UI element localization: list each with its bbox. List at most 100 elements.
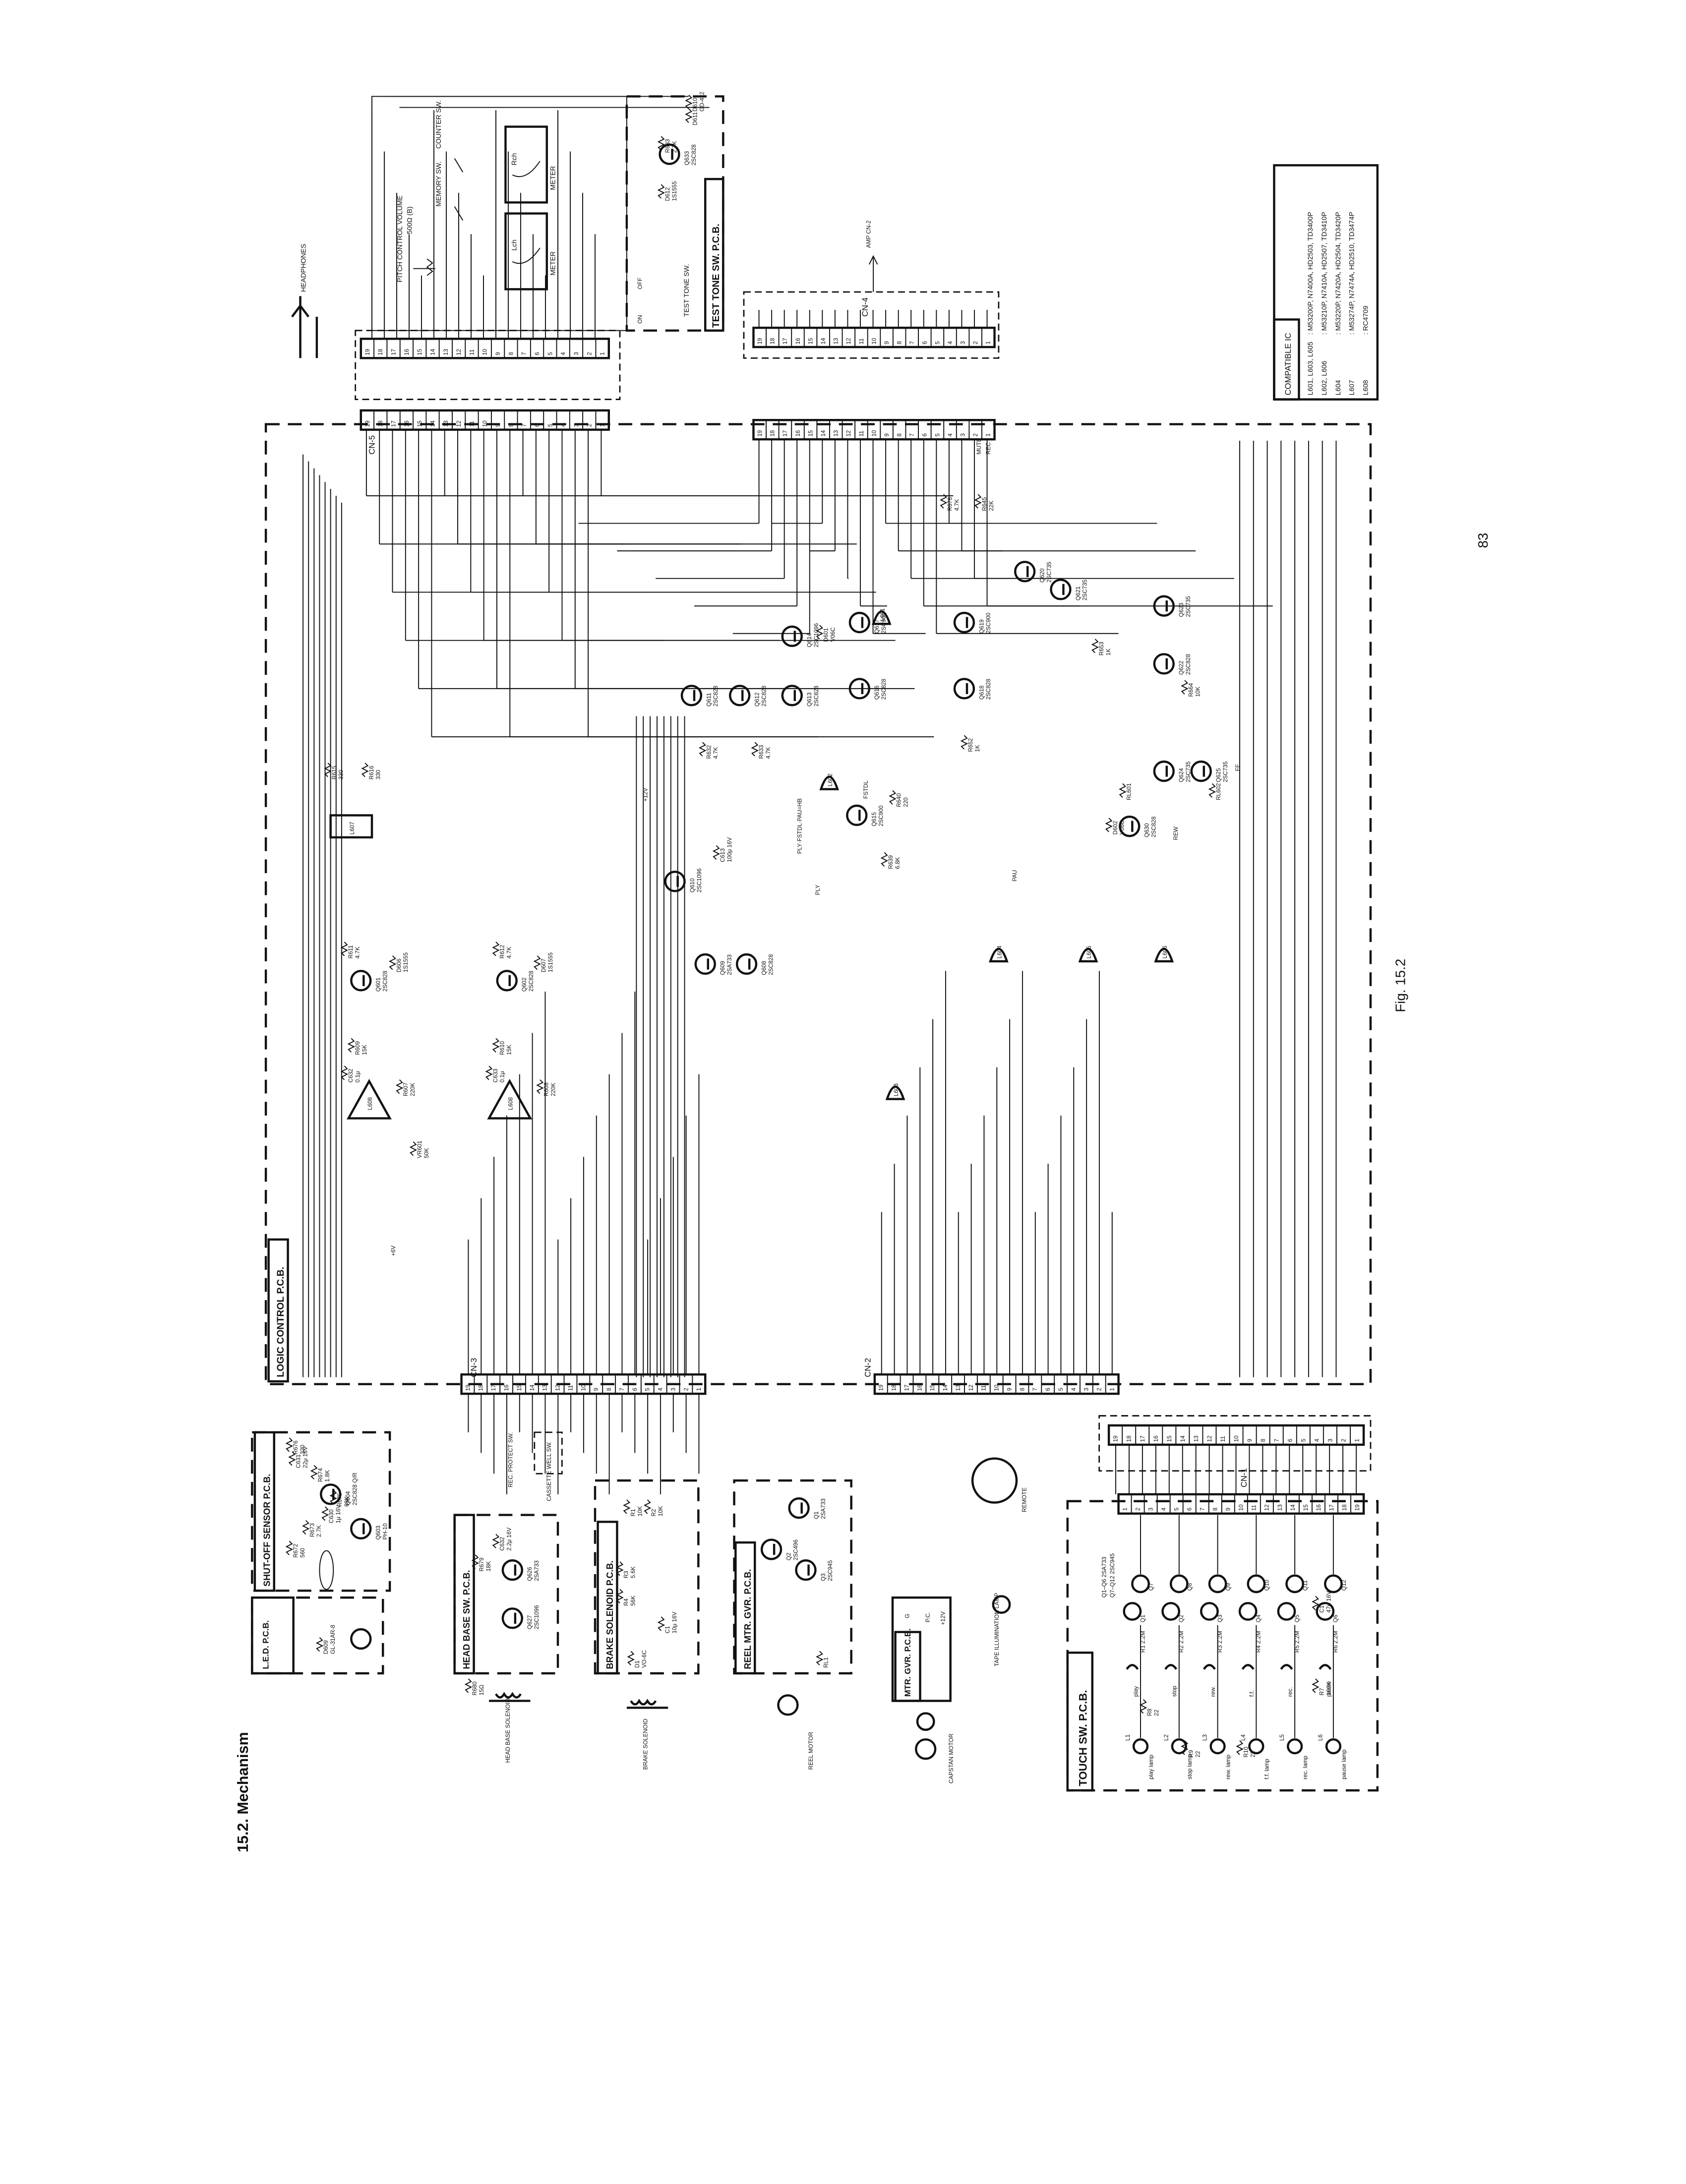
resistor-icon	[1236, 1740, 1244, 1755]
transistor-ref: Q621	[1075, 587, 1082, 601]
cn1l-pin-6: 6	[1187, 1508, 1193, 1511]
cn5u-pin-9: 9	[495, 352, 501, 355]
memory-sw-label: MEMORY SW.	[434, 161, 442, 206]
cn1l-pin-17: 17	[1328, 1504, 1335, 1511]
meter-lch: Lch METER	[504, 212, 556, 291]
head-base-sw-pcb-label: HEAD BASE SW. P.C.B.	[462, 1570, 472, 1669]
table-title: COMPATIBLE IC	[1283, 333, 1293, 395]
transistor-ref: Q618	[978, 686, 985, 700]
touch-q1-transistor-icon	[1161, 1602, 1180, 1621]
part-ref: C1	[1319, 1605, 1325, 1613]
logic-control-pcb-border	[264, 423, 1372, 1385]
amp-cn2-label: AMP CN-2	[866, 221, 872, 248]
cn4u-pin-9: 9	[884, 341, 890, 344]
part-value: 4.7K	[713, 747, 719, 759]
pc-terminal-label: P.C.	[925, 1612, 931, 1622]
cn5u-pin-18: 18	[377, 349, 384, 355]
part-ref: RL601	[1126, 783, 1133, 800]
g-terminal-label: G	[904, 1614, 910, 1618]
transistor-value: 2SC735	[1185, 762, 1192, 782]
cn4-housing	[743, 291, 1000, 359]
cn3-pin-5: 5	[645, 1388, 651, 1391]
rch-label: Rch	[510, 153, 518, 166]
cn1l-pin-10: 10	[1238, 1504, 1245, 1511]
part-ref: D610	[692, 98, 699, 112]
lamp-ref: L1	[1125, 1734, 1131, 1741]
cn5l-pin-6: 6	[534, 424, 541, 427]
wiring	[302, 96, 1357, 1494]
logic-control-pcb-label: LOGIC CONTROL P.C.B.	[275, 1267, 286, 1377]
resistor-icon	[940, 494, 948, 509]
mtr-gvr-pcb-label: MTR. GVR. P.C.B.	[903, 1629, 912, 1697]
transistor-ref: Q619	[978, 619, 985, 634]
part-ref: R608	[543, 1082, 550, 1096]
part-value: 0.1μ	[355, 1071, 361, 1082]
reel-sensor-disc-icon	[319, 1550, 334, 1590]
cn1l-pin-2: 2	[1135, 1508, 1141, 1511]
cn1u-pin-2: 2	[1340, 1439, 1347, 1442]
part-ref: D1	[634, 1660, 641, 1668]
transistor-icon	[1153, 760, 1175, 782]
touch-q1-ref: Q6	[1332, 1615, 1339, 1623]
part-value: 2.7K	[671, 141, 678, 153]
transistor-icon	[501, 1607, 523, 1629]
cn5u-pin-12: 12	[456, 349, 462, 355]
touch-transistor-types-1: Q1–Q6 2SA733	[1101, 1557, 1108, 1597]
transistor-ref: Q625	[1215, 768, 1222, 782]
plus6v-label: +6V	[390, 1245, 397, 1256]
transistor-icon	[953, 678, 975, 700]
touch-q1-transistor-icon	[1277, 1602, 1296, 1621]
figure-label: Fig. 15.2	[1392, 959, 1408, 1012]
cn4l-pin-16: 16	[795, 430, 801, 437]
resistor-icon	[533, 955, 542, 970]
cn5l-pin-17: 17	[391, 420, 397, 427]
cn4u-pin-13: 13	[833, 338, 840, 344]
transistor-ref: Q613	[806, 692, 813, 707]
transistor-value: 2SC828	[881, 679, 887, 700]
cn2-pin-14: 14	[942, 1384, 949, 1391]
part-ref: R680	[472, 1681, 478, 1695]
part-ref: R664	[1188, 683, 1195, 697]
cn2-pin-1: 1	[1109, 1388, 1115, 1391]
cn4l-pin-7: 7	[909, 433, 915, 436]
cn4u-pin-2: 2	[972, 341, 979, 344]
touch-q1-transistor-icon	[1200, 1602, 1219, 1621]
part-ref: D606	[396, 958, 402, 972]
resistor-icon	[395, 1079, 404, 1094]
transistor-value: 2SC828	[528, 971, 535, 992]
part-ref: D612	[664, 187, 671, 201]
part-ref: D601	[823, 628, 829, 642]
resistor-icon	[340, 942, 349, 956]
touch-resistor: R3 2.2M	[1217, 1631, 1223, 1653]
cn1u-pin-8: 8	[1260, 1439, 1266, 1442]
cn4l-pin-9: 9	[884, 433, 890, 436]
resistor-icon	[340, 1065, 349, 1080]
cn2-pin-15: 15	[929, 1385, 936, 1391]
cn4u-pin-14: 14	[820, 338, 827, 344]
plus12v-label: +12V	[643, 788, 649, 802]
cn4l-pin-11: 11	[858, 430, 865, 436]
ic-row-ics: : M53200P, N7400A, HD2503, TD3400P	[1306, 212, 1314, 335]
part-ref: R616	[368, 766, 375, 779]
part-value: 1.8K	[324, 1470, 331, 1482]
part-value: 2.7K	[316, 1525, 322, 1537]
cn2-pin-6: 6	[1045, 1388, 1051, 1391]
cn3-pin-10: 10	[580, 1384, 587, 1391]
ic-L606: L606	[1154, 945, 1174, 963]
touch-resistor: R6 2.2M	[1332, 1631, 1339, 1653]
